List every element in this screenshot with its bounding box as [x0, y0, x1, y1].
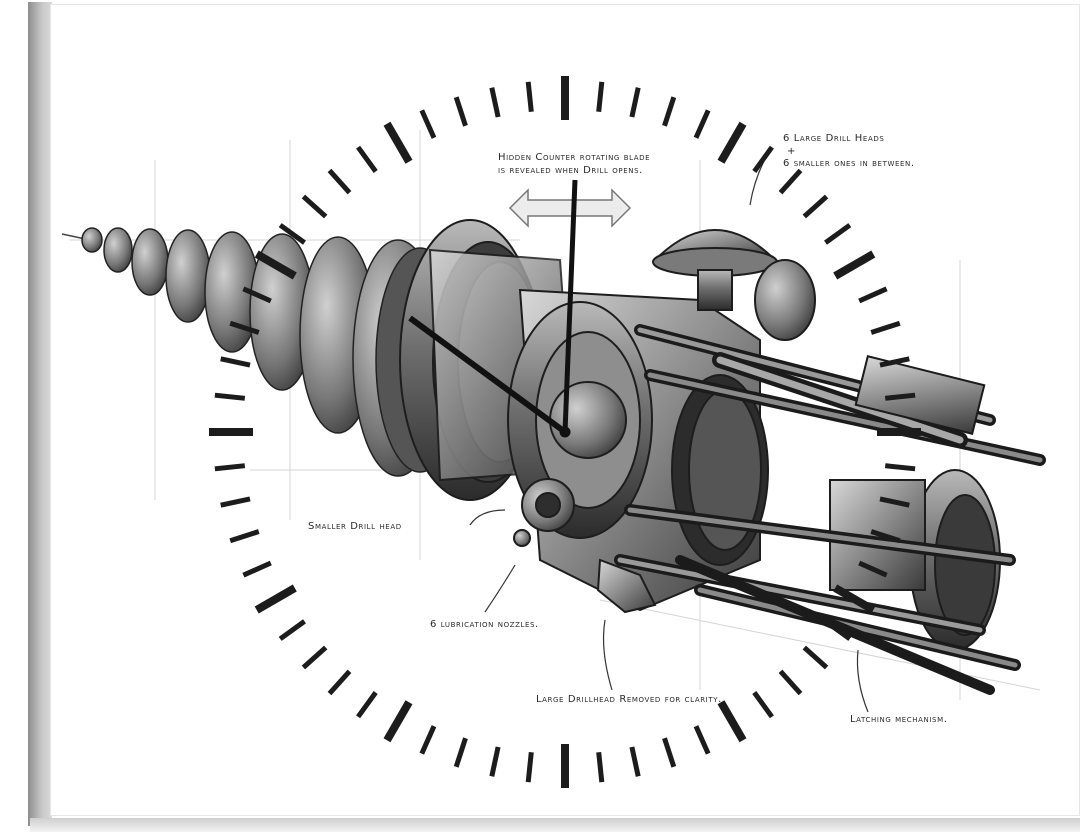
clock-tick-icon	[802, 194, 829, 219]
clock-tick-icon	[833, 584, 876, 614]
clock-tick-icon	[824, 619, 852, 641]
clock-hub	[559, 426, 571, 438]
clock-tick-icon	[525, 751, 534, 783]
clock-tick-icon	[525, 81, 534, 113]
clock-tick-icon	[802, 645, 829, 670]
clock-tick-icon	[383, 700, 413, 743]
drill-cage	[671, 374, 1001, 651]
clock-tick-icon	[752, 145, 774, 173]
clock-tick-icon	[778, 168, 803, 195]
clock-tick-icon	[214, 392, 246, 401]
clock-tick-icon	[629, 87, 641, 118]
clock-tick-icon	[242, 286, 272, 304]
clock-tick-icon	[229, 320, 260, 335]
drill-top-dome	[652, 229, 816, 341]
clock-tick-icon	[693, 725, 711, 755]
clock-tick-icon	[870, 320, 901, 335]
clock-tick-icon	[858, 560, 888, 578]
clock-tick-icon	[693, 109, 711, 139]
clock-tick-icon	[662, 737, 677, 768]
annotation-large-drillhead-removed: Large Drillhead Removed for clarity.	[536, 694, 722, 705]
clock-tick-icon	[489, 87, 501, 118]
clock-tick-icon	[629, 746, 641, 777]
clock-tick-icon	[858, 286, 888, 304]
minute-hand-icon	[562, 179, 578, 433]
annotation-line: Hidden Counter rotating blade	[498, 152, 651, 163]
clock-tick-icon	[778, 669, 803, 696]
clock-tick-icon	[717, 121, 747, 164]
clock-tick-icon	[220, 356, 251, 368]
clock-tick-icon	[596, 751, 605, 783]
clock-tick-icon	[356, 145, 378, 173]
clock-tick-icon	[301, 194, 328, 219]
clock-tick-icon	[662, 96, 677, 127]
annotation-hidden-blade: Hidden Counter rotating blade is reveale…	[498, 152, 650, 177]
clock-tick-icon	[419, 725, 437, 755]
clock-tick-icon	[884, 463, 916, 472]
clock-tick-icon	[327, 669, 352, 696]
annotation-line: 6 Large Drill Heads	[783, 133, 885, 144]
annotation-smaller-drill-head: Smaller Drill head	[308, 521, 402, 532]
canvas-bottom-edge	[30, 818, 1080, 832]
clock-tick-icon	[356, 691, 378, 719]
clock-tick-icon	[717, 700, 747, 743]
clock-tick-icon	[752, 691, 774, 719]
clock-tick-icon	[278, 619, 306, 641]
double-arrow-icon	[508, 188, 632, 228]
clock-tick-icon	[489, 746, 501, 777]
clock-tick-icon	[242, 560, 272, 578]
clock-tick-icon	[879, 356, 910, 368]
canvas-side-edge	[28, 2, 52, 826]
annotation-line: is revealed when Drill opens.	[498, 164, 643, 176]
clock-tick-icon	[278, 223, 306, 245]
clock-tick-icon	[419, 109, 437, 139]
clock-tick-icon	[870, 529, 901, 544]
clock-hands[interactable]	[408, 179, 578, 438]
clock-tick-icon	[254, 250, 297, 280]
clock-tick-icon	[596, 81, 605, 113]
hour-hand-icon	[408, 315, 567, 435]
clock-tick-icon	[453, 737, 468, 768]
clock-tick-icon	[879, 496, 910, 508]
drill-rods	[614, 324, 1046, 695]
clock-tick-icon	[214, 463, 246, 472]
annotation-lubrication-nozzles: 6 lubrication nozzles.	[430, 619, 539, 630]
annotation-large-drill-heads: 6 Large Drill Heads + 6 smaller ones in …	[783, 133, 915, 171]
annotation-latching-mechanism: Latching mechanism.	[850, 714, 948, 725]
clock-tick-icon	[453, 96, 468, 127]
clock-tick-icon	[301, 645, 328, 670]
clock-tick-icon	[220, 496, 251, 508]
clock-tick-icon	[254, 584, 297, 614]
clock-tick-icon	[327, 168, 352, 195]
clock-face	[209, 76, 921, 788]
clock-tick-icon	[824, 223, 852, 245]
clock-tick-icon	[229, 529, 260, 544]
clock-tick-icon	[833, 250, 876, 280]
clock-tick-icon	[383, 121, 413, 164]
annotation-line: +	[787, 145, 796, 157]
clock-tick-icon	[884, 392, 916, 401]
annotation-line: 6 smaller ones in between.	[783, 158, 915, 169]
